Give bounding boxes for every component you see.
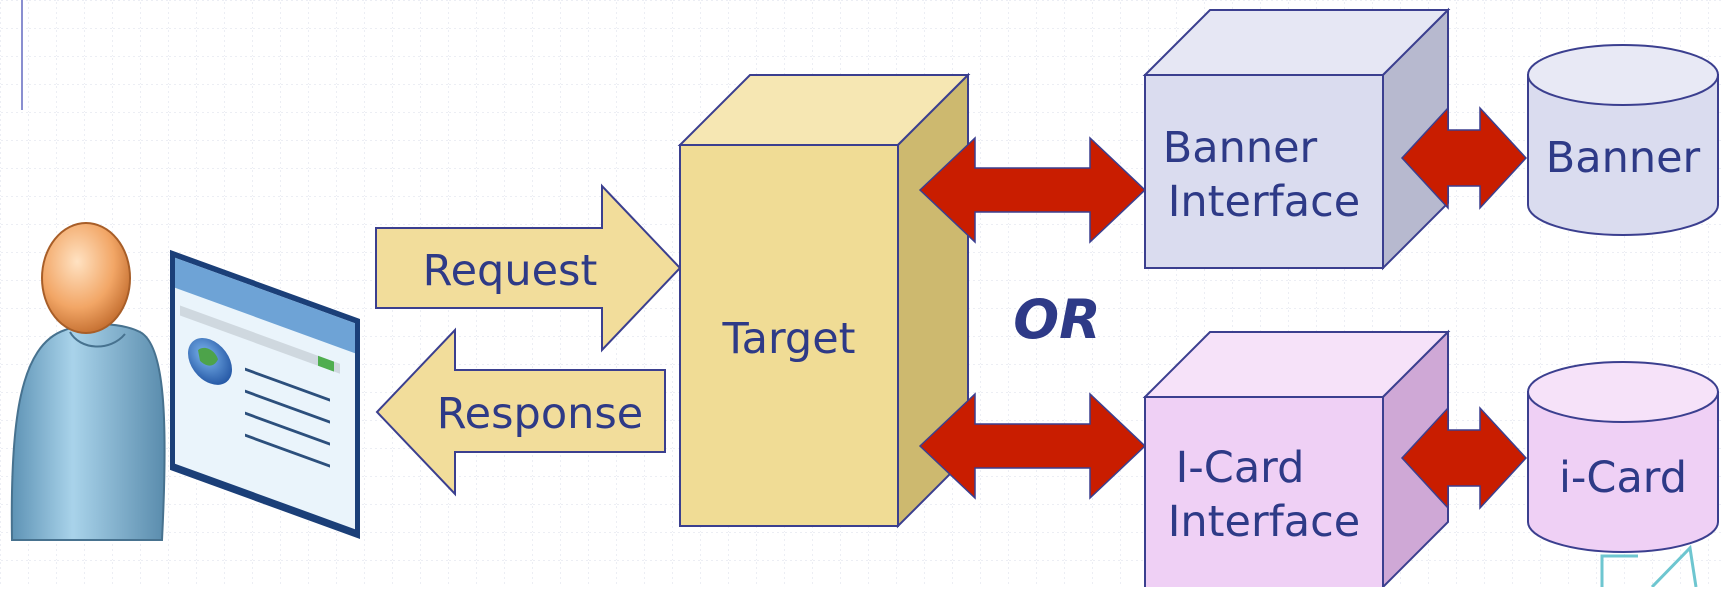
or-separator: OR — [1013, 288, 1101, 351]
banner-interface-label-line1: Banner — [1163, 123, 1318, 173]
response-label: Response — [437, 389, 644, 439]
banner-database-icon: Banner — [1527, 44, 1719, 236]
banner-interface-cube: Banner Interface — [1142, 7, 1451, 271]
user-icon — [10, 222, 166, 541]
browser-window-icon — [170, 249, 360, 540]
icard-database-icon: i-Card — [1527, 361, 1719, 553]
banner-interface-label-line2: Interface — [1168, 177, 1361, 227]
response-arrow: Response — [375, 327, 666, 497]
icard-interface-label-line2: Interface — [1168, 497, 1361, 547]
target-label: Target — [721, 314, 855, 364]
request-label: Request — [423, 246, 598, 296]
icard-interface-db-double-arrow — [1400, 406, 1528, 510]
target-cube: Target — [677, 72, 971, 529]
icard-interface-label-line1: I-Card — [1176, 443, 1305, 493]
corner-decoration-icon — [1600, 544, 1698, 589]
banner-interface-db-double-arrow — [1400, 106, 1528, 210]
icard-db-label: i-Card — [1559, 453, 1687, 503]
request-arrow: Request — [375, 183, 682, 353]
banner-db-label: Banner — [1546, 133, 1701, 183]
